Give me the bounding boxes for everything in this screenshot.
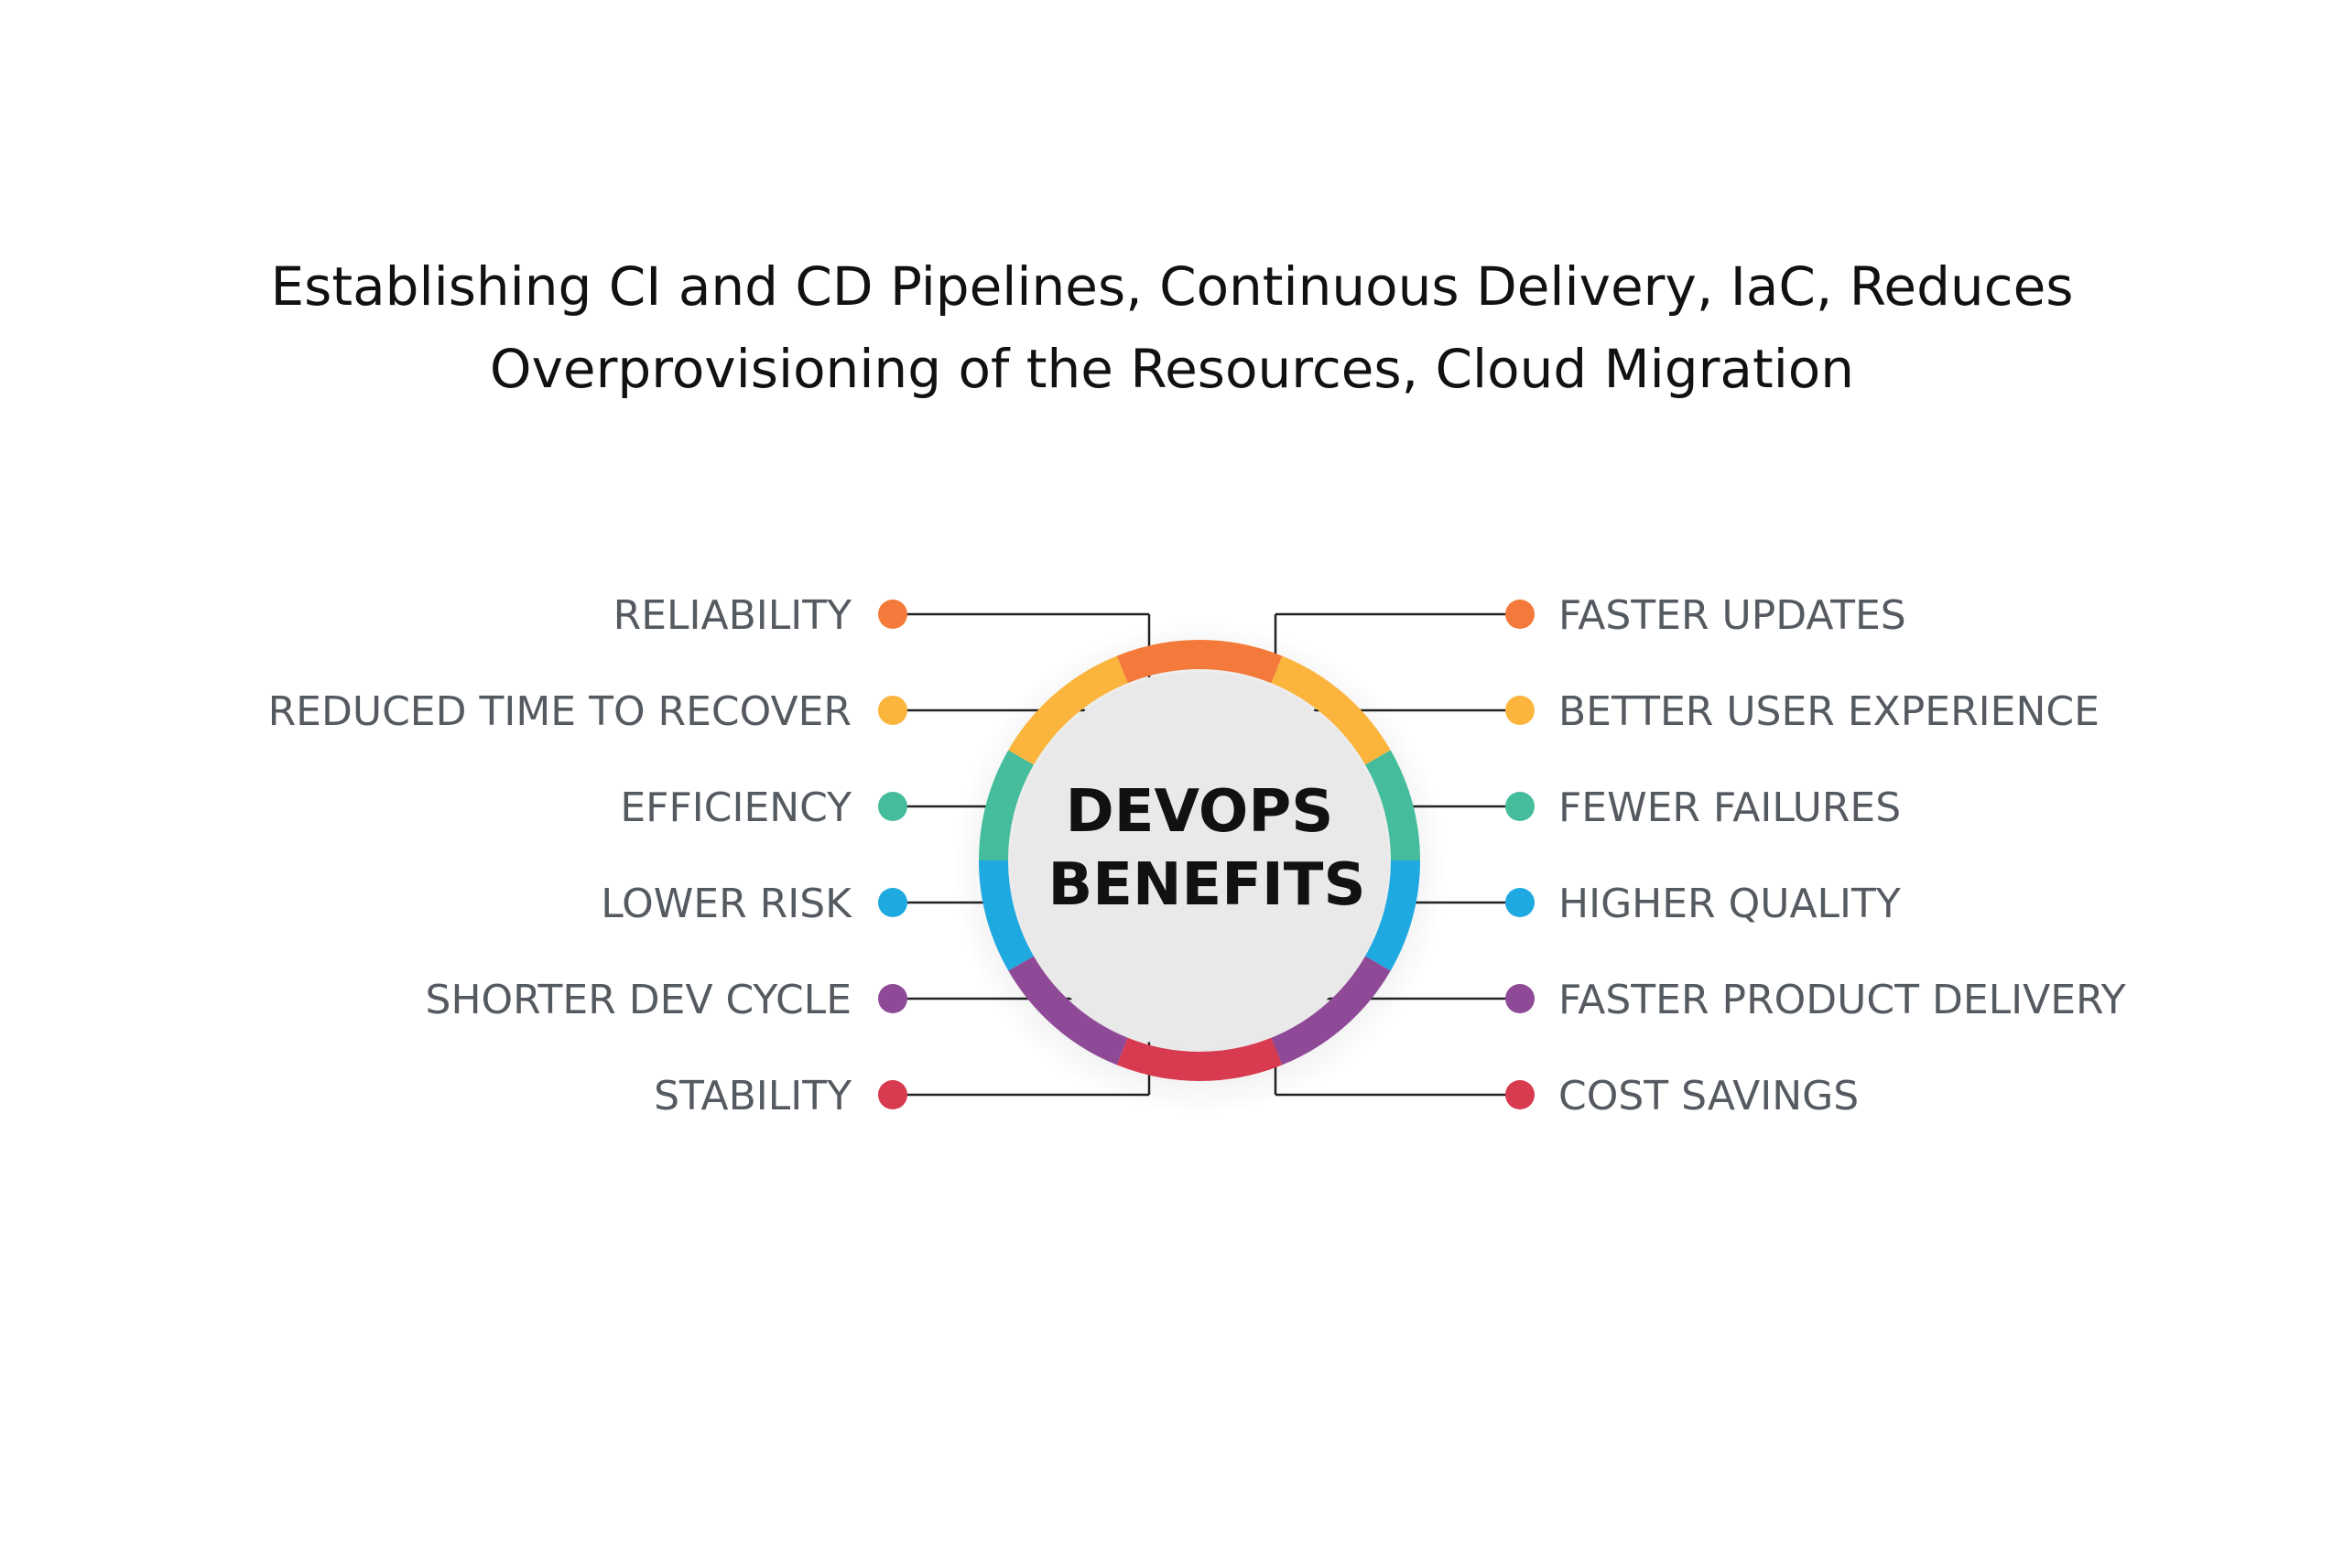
headline-line-2: Overprovisioning of the Resources, Cloud… bbox=[489, 338, 1855, 400]
right-benefit-dot-5 bbox=[1505, 984, 1535, 1013]
right-benefit-dot-3 bbox=[1505, 792, 1535, 821]
right-benefit-label-2: BETTER USER EXPERIENCE bbox=[1558, 688, 2100, 735]
ring-segment-teal-left bbox=[978, 750, 1035, 861]
right-benefits: FASTER UPDATES BETTER USER EXPERIENCE FEWE… bbox=[1505, 592, 2126, 1119]
right-benefit-dot-2 bbox=[1505, 696, 1535, 725]
ring-segment-red-bottom bbox=[1116, 1037, 1283, 1081]
left-benefit-label-5: SHORTER DEV CYCLE bbox=[426, 977, 852, 1023]
left-benefit-label-2: REDUCED TIME TO RECOVER bbox=[268, 688, 852, 735]
left-benefit-label-6: STABILITY bbox=[654, 1073, 852, 1119]
right-benefit-dot-6 bbox=[1505, 1080, 1535, 1109]
ring-segment-yellow-left bbox=[1008, 655, 1128, 765]
left-benefit-dot-5 bbox=[878, 984, 907, 1013]
left-benefit-dot-3 bbox=[878, 792, 907, 821]
hub-title-line-1: DEVOPS bbox=[1066, 778, 1334, 846]
left-benefit-dot-4 bbox=[878, 888, 907, 917]
right-benefit-label-6: COST SAVINGS bbox=[1558, 1073, 1859, 1119]
ring-segment-blue-left bbox=[978, 860, 1035, 971]
right-benefit-label-1: FASTER UPDATES bbox=[1558, 592, 1906, 639]
ring-segment-purple-right bbox=[1271, 956, 1391, 1065]
ring-segment-teal-right bbox=[1364, 750, 1421, 861]
left-benefit-dot-6 bbox=[878, 1080, 907, 1109]
ring-segment-blue-right bbox=[1364, 860, 1421, 971]
left-benefits: RELIABILITY REDUCED TIME TO RECOVER EFFICI… bbox=[268, 592, 907, 1119]
right-benefit-label-3: FEWER FAILURES bbox=[1558, 784, 1901, 831]
hub-circle bbox=[1011, 672, 1388, 1049]
right-benefit-label-4: HIGHER QUALITY bbox=[1558, 881, 1901, 927]
right-benefit-dot-1 bbox=[1505, 600, 1535, 629]
ring-segment-orange-top bbox=[1116, 640, 1283, 684]
headline-line-1: Establishing CI and CD Pipelines, Contin… bbox=[270, 255, 2074, 318]
hub-title-line-2: BENEFITS bbox=[1047, 851, 1365, 919]
left-benefit-label-4: LOWER RISK bbox=[601, 881, 852, 927]
ring-segment-purple-left bbox=[1008, 956, 1128, 1065]
left-benefit-label-1: RELIABILITY bbox=[613, 592, 852, 639]
left-benefit-dot-2 bbox=[878, 696, 907, 725]
left-benefit-label-3: EFFICIENCY bbox=[620, 784, 852, 831]
right-benefit-dot-4 bbox=[1505, 888, 1535, 917]
ring-segment-yellow-right bbox=[1271, 655, 1391, 765]
headline: Establishing CI and CD Pipelines, Contin… bbox=[256, 245, 2088, 410]
color-ring bbox=[978, 640, 1421, 1081]
right-benefit-label-5: FASTER PRODUCT DELIVERY bbox=[1558, 977, 2126, 1023]
left-benefit-dot-1 bbox=[878, 600, 907, 629]
